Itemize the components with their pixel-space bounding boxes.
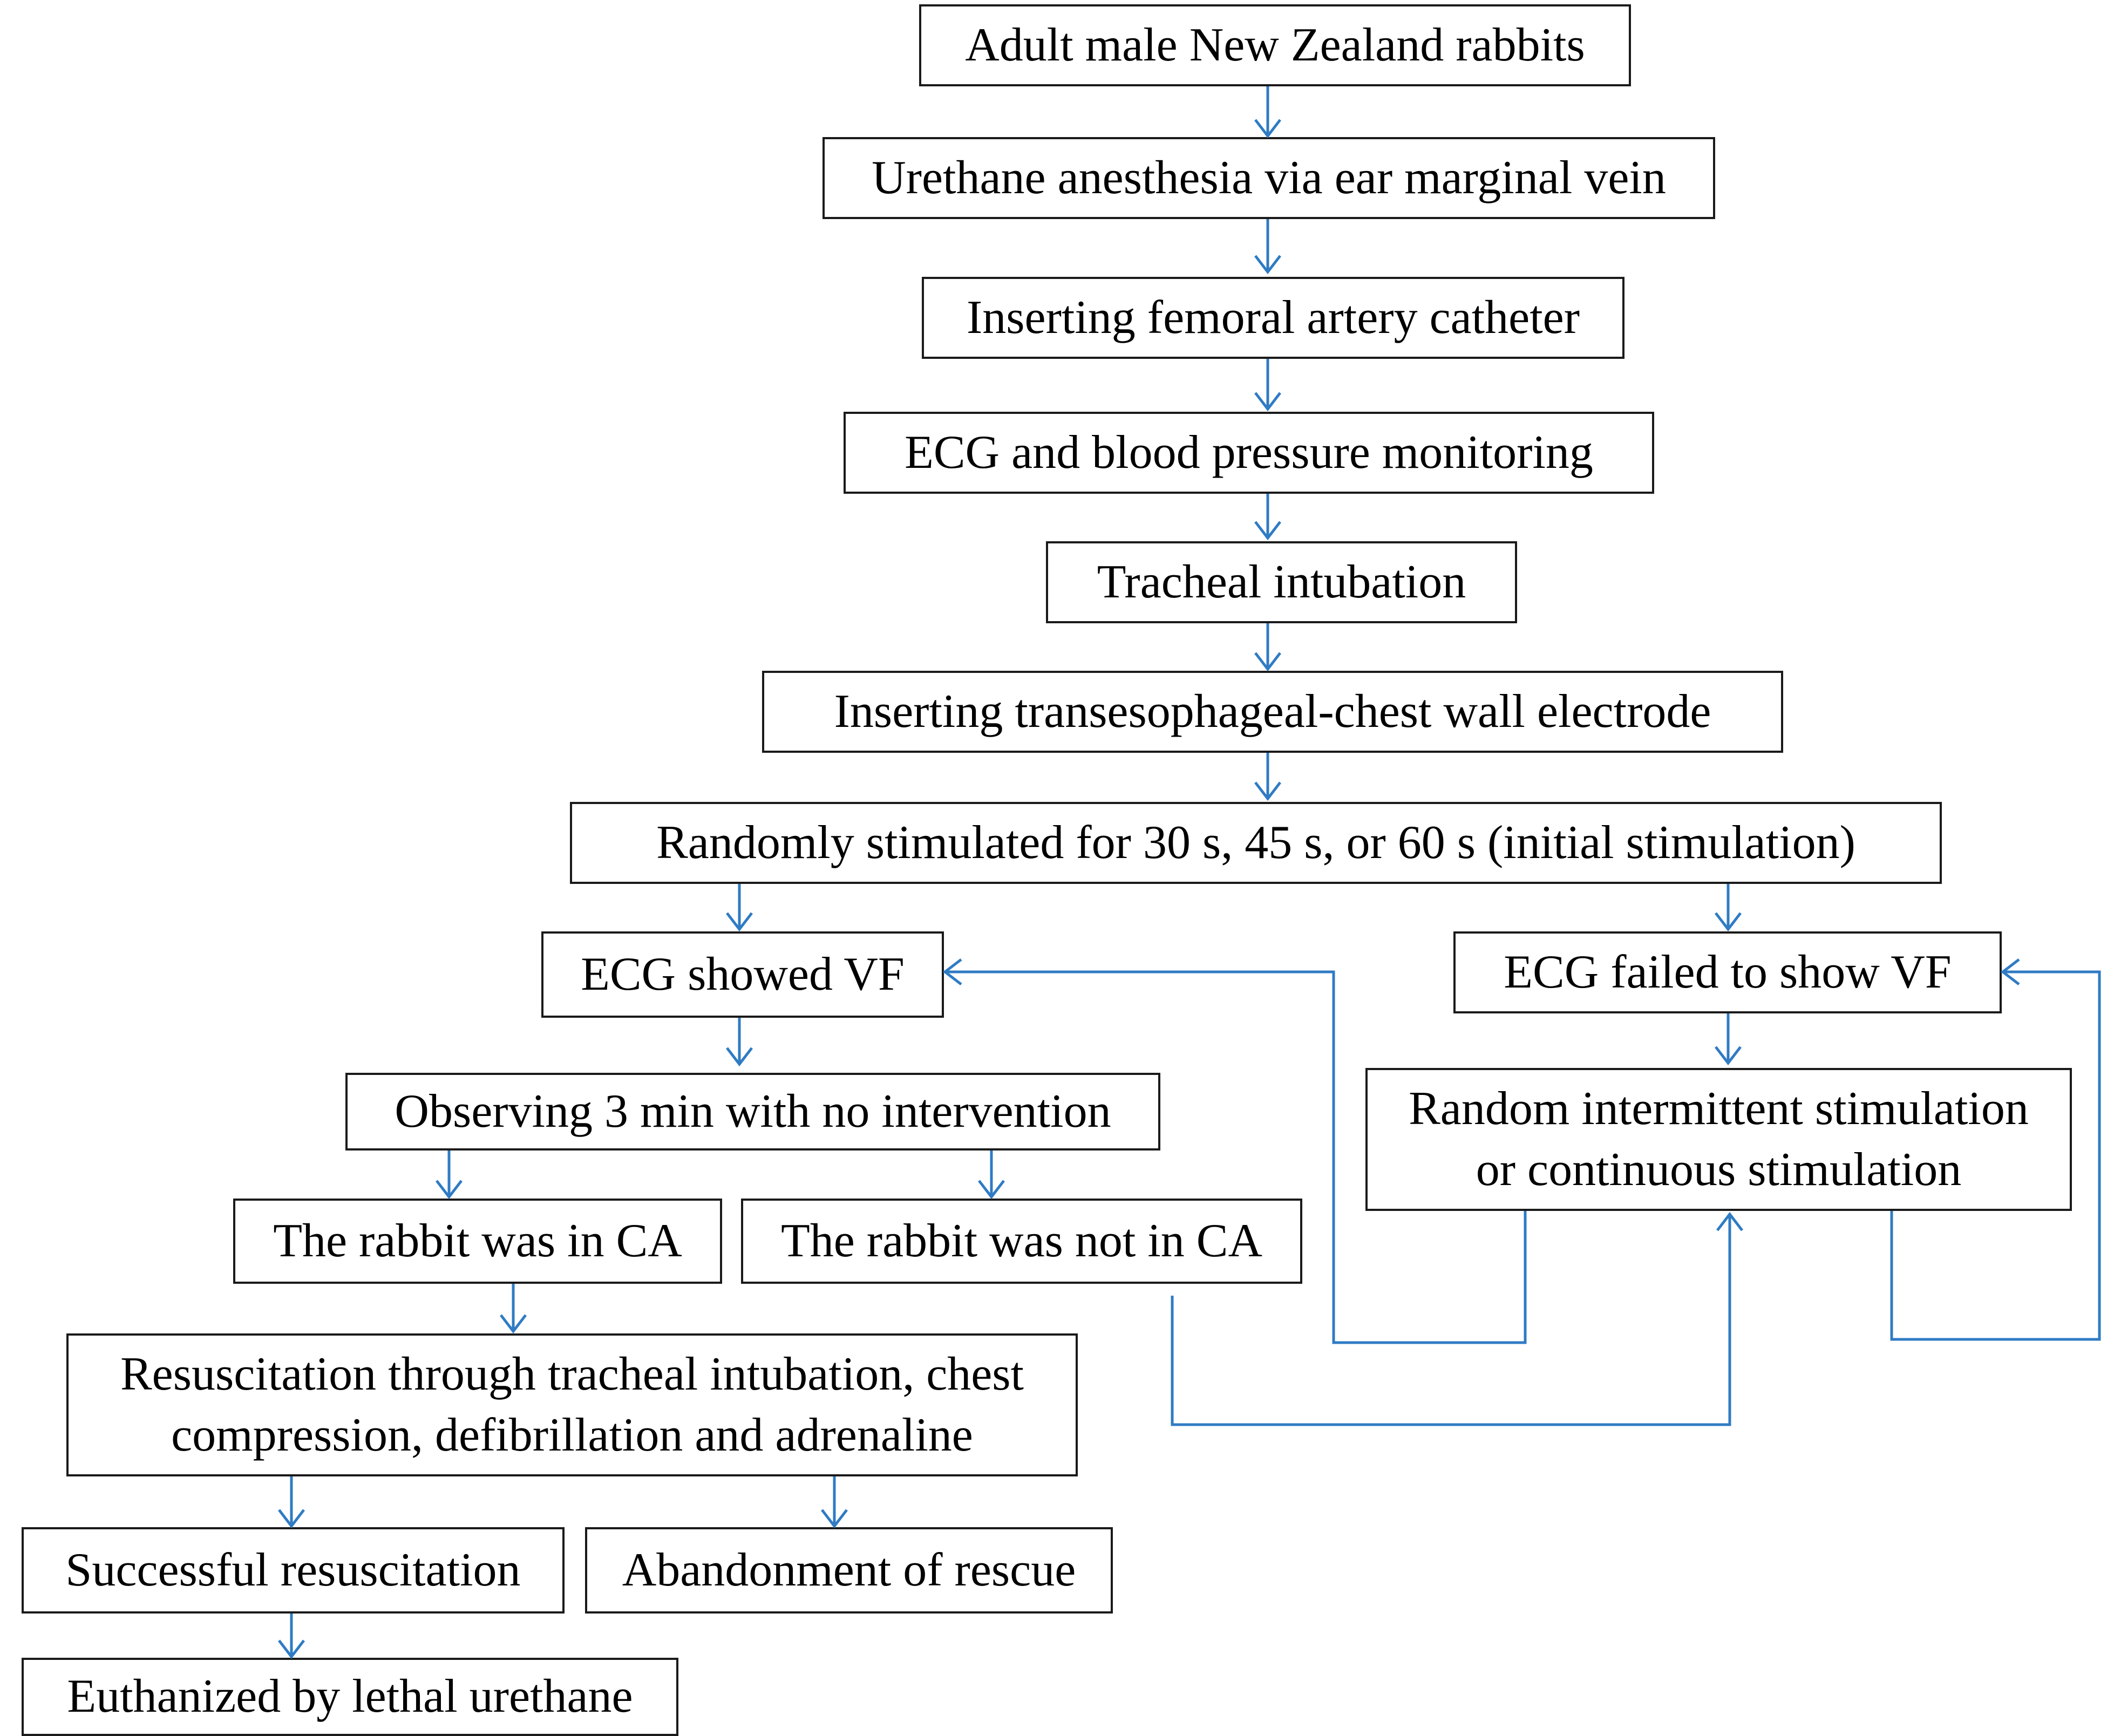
node-initial-stimulation: Randomly stimulated for 30 s, 45 s, or 6…	[570, 802, 1942, 884]
node-ecg-failed-vf: ECG failed to show VF	[1453, 931, 2002, 1013]
edge-n6-n7	[1254, 753, 1281, 801]
node-tracheal-intubation-label: Tracheal intubation	[1097, 555, 1466, 608]
node-successful-resuscitation: Successful resuscitation	[22, 1527, 565, 1614]
node-abandonment-label: Abandonment of rescue	[622, 1543, 1076, 1596]
edge-n14-n15	[278, 1476, 305, 1529]
edge-n3-n4	[1254, 359, 1281, 412]
node-resuscitation-line2: compression, defibrillation and adrenali…	[171, 1408, 973, 1461]
edge-n7-n9	[1715, 884, 1742, 932]
edge-n4-n5	[1254, 494, 1281, 541]
edge-n11-n8	[942, 958, 1527, 1344]
node-euthanized-label: Euthanized by lethal urethane	[67, 1670, 633, 1723]
node-successful-resuscitation-label: Successful resuscitation	[65, 1543, 521, 1596]
node-ecg-bp-monitoring-label: ECG and blood pressure monitoring	[905, 426, 1593, 479]
node-abandonment: Abandonment of rescue	[585, 1527, 1113, 1614]
node-rabbit-in-ca: The rabbit was in CA	[233, 1199, 722, 1284]
edge-n11-n9	[1890, 958, 2101, 1341]
node-ecg-showed-vf-label: ECG showed VF	[581, 948, 905, 1000]
edge-n2-n3	[1254, 219, 1281, 275]
node-initial-stimulation-label: Randomly stimulated for 30 s, 45 s, or 6…	[656, 816, 1855, 869]
edge-n15-n17	[278, 1614, 305, 1659]
node-urethane-anesthesia-label: Urethane anesthesia via ear marginal vei…	[872, 151, 1666, 204]
node-rabbit-in-ca-label: The rabbit was in CA	[273, 1214, 682, 1267]
node-observing-3min-label: Observing 3 min with no intervention	[395, 1085, 1111, 1138]
edge-n5-n6	[1254, 623, 1281, 672]
node-electrode-label: Inserting transesophageal-chest wall ele…	[834, 685, 1711, 738]
node-ecg-bp-monitoring: ECG and blood pressure monitoring	[844, 412, 1654, 494]
node-femoral-catheter: Inserting femoral artery catheter	[922, 277, 1624, 359]
node-femoral-catheter-label: Inserting femoral artery catheter	[966, 291, 1580, 344]
node-electrode: Inserting transesophageal-chest wall ele…	[762, 671, 1783, 753]
edge-n7-n8	[726, 884, 753, 932]
node-random-stimulation: Random intermittent stimulation or conti…	[1365, 1068, 2072, 1211]
node-adult-rabbits: Adult male New Zealand rabbits	[919, 4, 1631, 86]
node-rabbit-not-in-ca-label: The rabbit was not in CA	[780, 1214, 1263, 1267]
node-adult-rabbits-label: Adult male New Zealand rabbits	[965, 18, 1585, 71]
edge-n10-n13	[978, 1150, 1005, 1200]
edge-n9-n11	[1715, 1013, 1742, 1066]
edge-n14-n16	[821, 1476, 848, 1529]
node-observing-3min: Observing 3 min with no intervention	[345, 1073, 1160, 1150]
node-random-stimulation-line1: Random intermittent stimulation	[1409, 1082, 2029, 1135]
node-resuscitation: Resuscitation through tracheal intubatio…	[66, 1333, 1078, 1476]
node-random-stimulation-line2: or continuous stimulation	[1476, 1143, 1962, 1196]
edge-n1-n2	[1254, 86, 1281, 139]
edge-n12-n14	[500, 1284, 527, 1334]
node-euthanized: Euthanized by lethal urethane	[22, 1658, 678, 1736]
edge-n10-n12	[436, 1150, 463, 1200]
node-rabbit-not-in-ca: The rabbit was not in CA	[741, 1199, 1302, 1284]
node-ecg-failed-vf-label: ECG failed to show VF	[1504, 945, 1952, 998]
node-ecg-showed-vf: ECG showed VF	[541, 931, 944, 1018]
edge-n8-n10	[726, 1018, 753, 1067]
node-urethane-anesthesia: Urethane anesthesia via ear marginal vei…	[823, 137, 1715, 219]
node-tracheal-intubation: Tracheal intubation	[1046, 541, 1517, 623]
edge-n13-n11	[1171, 1211, 1743, 1426]
node-resuscitation-line1: Resuscitation through tracheal intubatio…	[120, 1347, 1024, 1400]
